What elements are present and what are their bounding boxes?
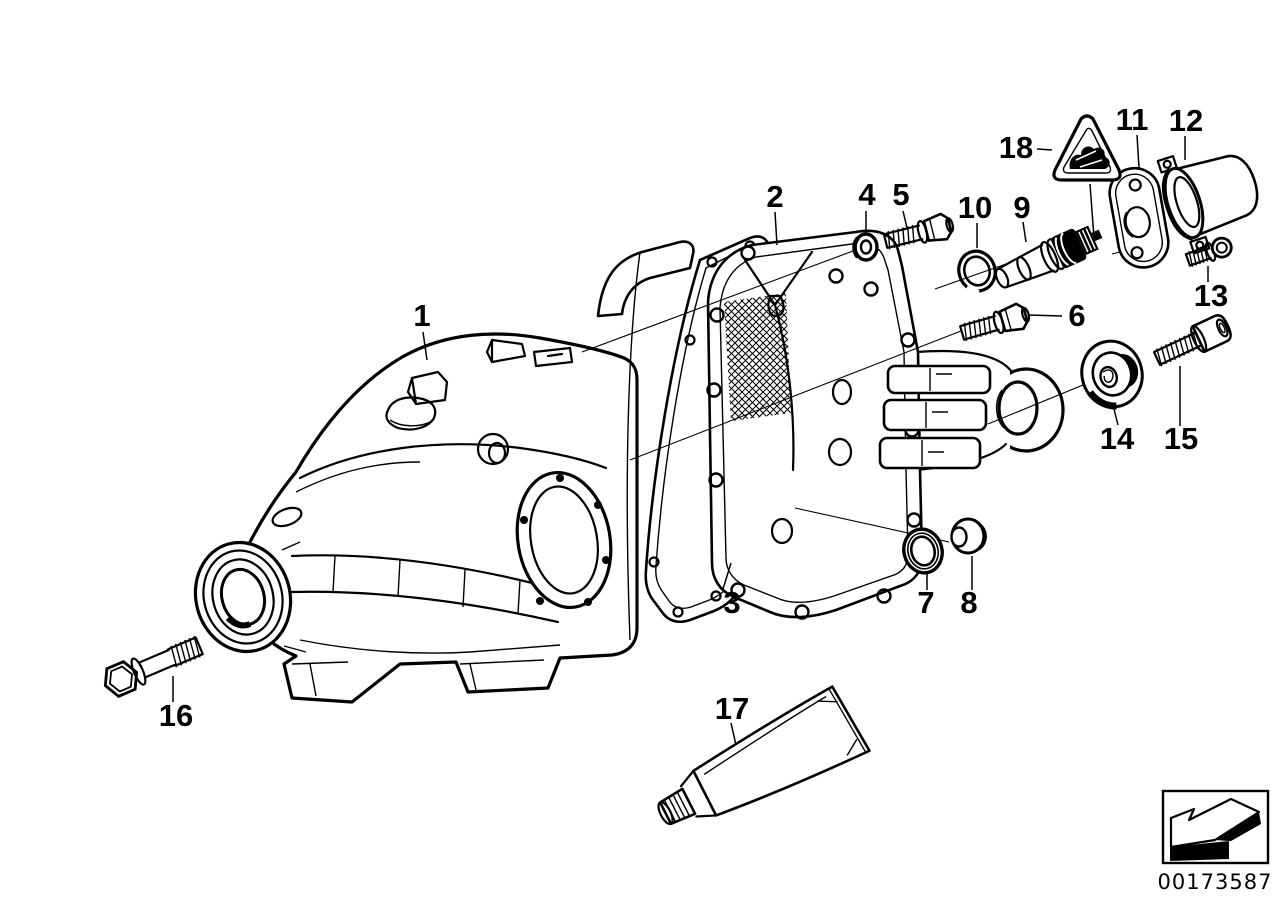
callout-18[interactable]: 18 xyxy=(999,130,1033,165)
part-9-speed-sensor xyxy=(994,225,1103,289)
callout-7[interactable]: 7 xyxy=(917,585,934,620)
drawing-number-block: 00173587 xyxy=(1158,789,1273,894)
callout-1[interactable]: 1 xyxy=(413,298,430,333)
part-2-cover-with-bracket xyxy=(706,229,1065,620)
callout-8[interactable]: 8 xyxy=(960,585,977,620)
callout-12[interactable]: 12 xyxy=(1169,103,1203,138)
callout-11[interactable]: 11 xyxy=(1116,102,1149,137)
callout-4[interactable]: 4 xyxy=(858,177,876,212)
hand-crush-warning-icon xyxy=(1069,146,1110,169)
callout-15[interactable]: 15 xyxy=(1164,421,1198,456)
callout-5[interactable]: 5 xyxy=(892,177,909,212)
part-15-socket-bolt xyxy=(1152,313,1232,367)
drawing-number-text: 00173587 xyxy=(1158,870,1273,894)
part-10-o-ring xyxy=(957,249,997,295)
page-direction-arrow-icon xyxy=(1169,797,1261,861)
callout-2[interactable]: 2 xyxy=(766,179,783,214)
hatched-gear-window xyxy=(724,293,791,421)
callout-13[interactable]: 13 xyxy=(1194,278,1228,313)
part-13-screw xyxy=(1184,236,1233,267)
callout-16[interactable]: 16 xyxy=(159,698,193,733)
part-17-sealant-tube xyxy=(657,685,871,826)
callout-14[interactable]: 14 xyxy=(1100,421,1135,456)
part-6-hex-bolt xyxy=(959,302,1031,342)
assembly-axis-lines xyxy=(581,246,1141,543)
part-18-warning-triangle xyxy=(1052,114,1122,182)
part-16-hex-bolt xyxy=(103,635,204,698)
part-8-screw-plug xyxy=(950,517,987,555)
part-5-hex-bolt xyxy=(882,212,955,250)
part-4-washer xyxy=(852,232,879,262)
part-7-seal-ring xyxy=(902,527,944,575)
leader-lines xyxy=(172,134,1209,746)
callout-9[interactable]: 9 xyxy=(1013,190,1030,225)
part-14-rubber-bushing xyxy=(1080,339,1144,410)
housing-neck-seal-bore xyxy=(193,540,307,654)
bracket-rib-channels xyxy=(878,364,992,470)
callout-3[interactable]: 3 xyxy=(723,585,740,620)
callout-17[interactable]: 17 xyxy=(715,691,749,726)
part-1-final-drive-housing xyxy=(193,240,695,704)
callout-6[interactable]: 6 xyxy=(1068,298,1085,333)
callout-10[interactable]: 10 xyxy=(958,190,992,225)
part-11-flange-gasket xyxy=(1108,166,1170,269)
callouts: 1 2 3 4 5 6 7 8 9 10 11 12 13 14 15 16 1… xyxy=(159,102,1228,733)
part-12-cover-cap xyxy=(1156,154,1259,255)
